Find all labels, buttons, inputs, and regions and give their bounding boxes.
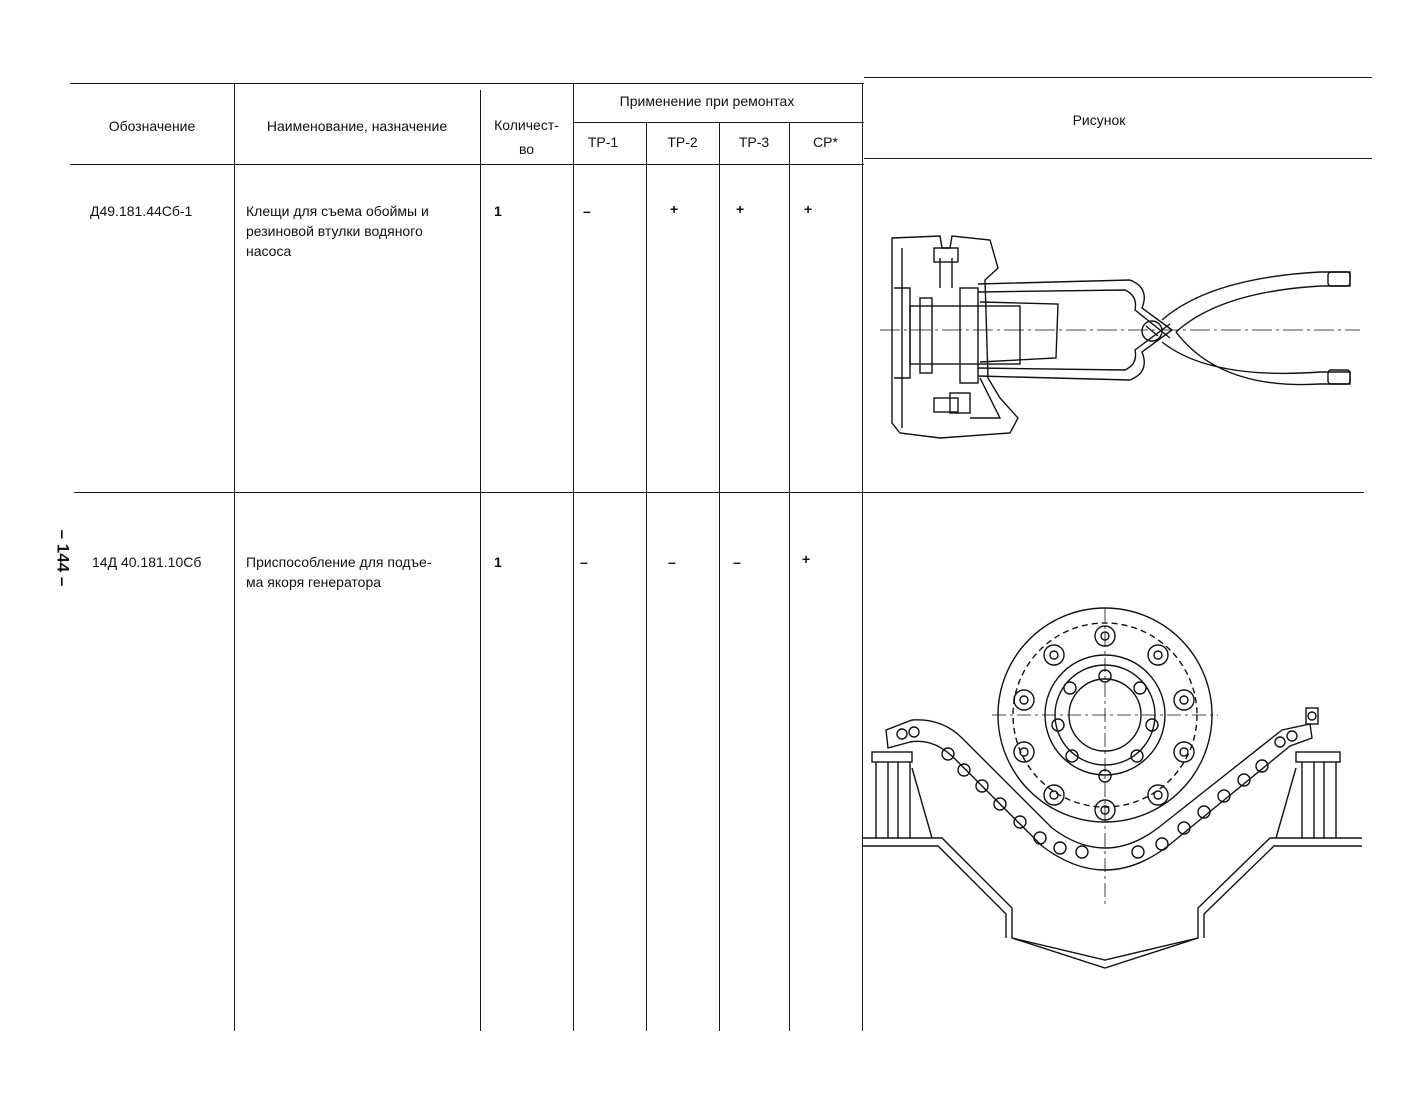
row2-tr1: – xyxy=(580,554,588,570)
header-application-group: Применение при ремонтах xyxy=(619,93,795,109)
row1-name-line3: насоса xyxy=(246,243,292,259)
page-number: – 144 – xyxy=(53,529,73,587)
header-bottom-border-figure xyxy=(864,158,1372,159)
armature-lift-fixture-drawing-icon xyxy=(862,607,1362,969)
row1-tr1: – xyxy=(583,203,591,219)
col-divider-designation xyxy=(234,83,235,1031)
header-bottom-border xyxy=(70,164,864,165)
row2-tr2: – xyxy=(668,554,676,570)
header-name: Наименование, назначение xyxy=(266,118,448,134)
row1-designation: Д49.181.44Сб-1 xyxy=(90,203,193,219)
col-divider-figure xyxy=(862,83,863,1031)
application-subheader-line xyxy=(573,122,864,123)
col-divider-tr2 xyxy=(719,122,720,1031)
row2-name-line2: ма якоря генератора xyxy=(246,574,382,590)
row1-quantity: 1 xyxy=(494,203,502,219)
row1-name-line1: Клещи для съема обоймы и xyxy=(246,203,429,219)
pliers-drawing-icon xyxy=(880,235,1360,439)
row2-designation: 14Д 40.181.10Сб xyxy=(92,554,202,570)
row1-sr: + xyxy=(804,201,813,217)
header-figure: Рисунок xyxy=(1072,112,1126,128)
header-tr3: ТР-3 xyxy=(738,134,770,150)
col-divider-tr1 xyxy=(646,122,647,1031)
row2-name-line1: Приспособление для подъе- xyxy=(246,554,432,570)
row2-tr3: – xyxy=(733,554,741,570)
row2-sr: + xyxy=(802,551,811,567)
row1-tr3: + xyxy=(736,201,745,217)
col-divider-tr3 xyxy=(789,122,790,1031)
col-divider-name xyxy=(480,90,481,1031)
col-divider-quantity xyxy=(573,83,574,1031)
header-tr2: ТР-2 xyxy=(667,134,698,150)
row2-quantity: 1 xyxy=(494,554,502,570)
table-top-border xyxy=(70,83,864,84)
table-top-border-figure xyxy=(864,77,1372,78)
header-quantity-line2: во xyxy=(518,141,535,157)
header-tr1: ТР-1 xyxy=(587,134,619,150)
row1-tr2: + xyxy=(670,201,679,217)
header-sr: СР* xyxy=(813,134,838,150)
header-designation: Обозначение xyxy=(108,118,196,134)
header-quantity-line1: Количест- xyxy=(494,117,559,133)
row1-name-line2: резиновой втулки водяного xyxy=(246,223,423,239)
